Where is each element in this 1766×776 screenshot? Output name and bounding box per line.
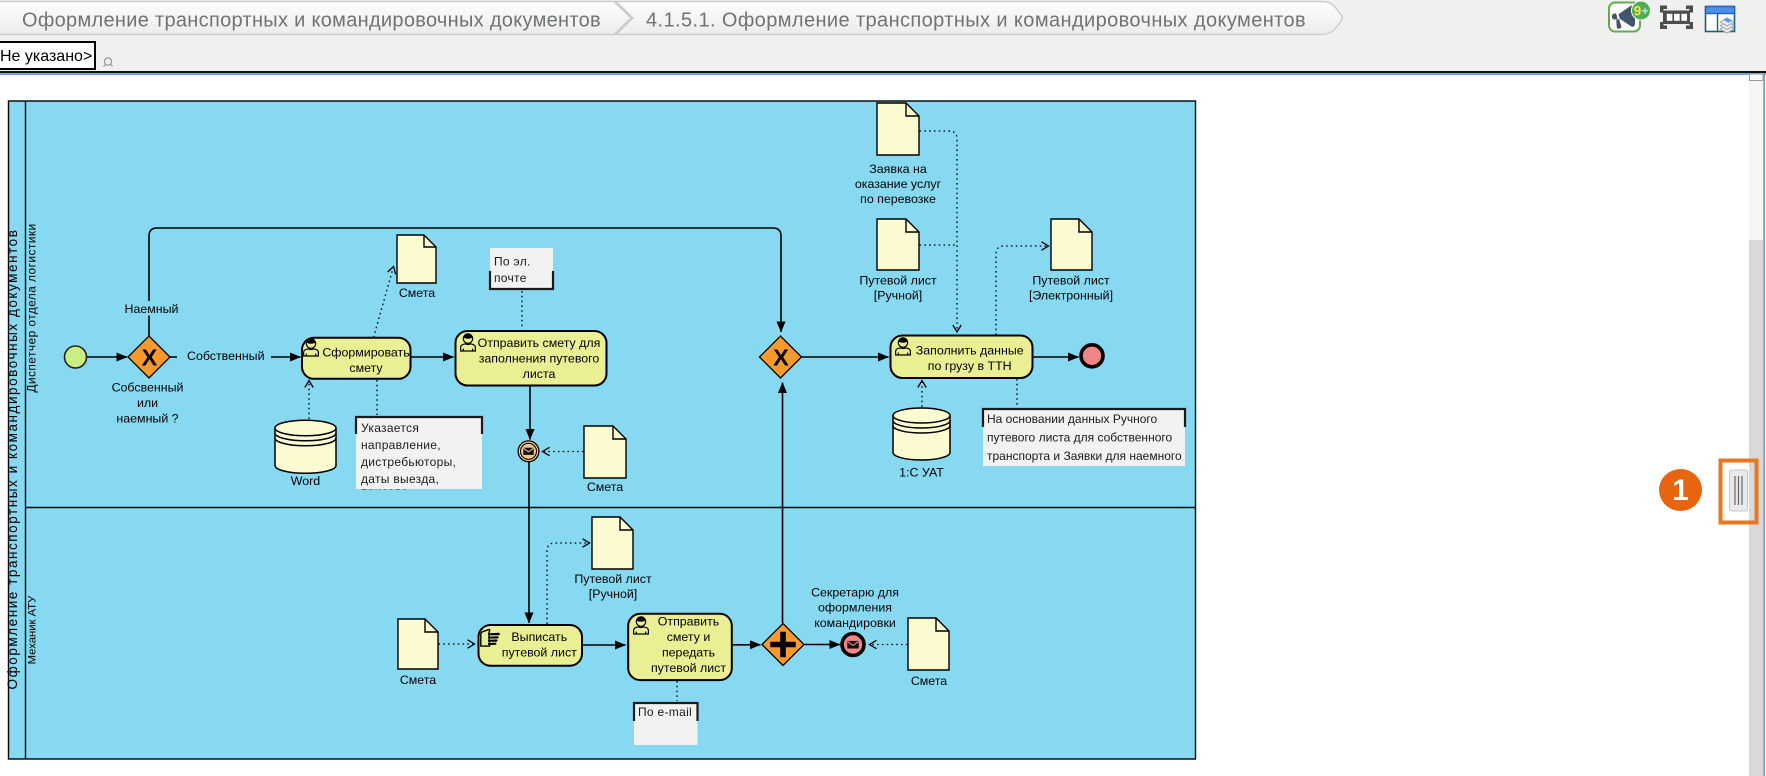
svg-text:На основании данных Ручного: На основании данных Ручного [987, 412, 1157, 426]
svg-text:Механик АТУ: Механик АТУ [27, 595, 39, 665]
svg-text:Отправить смету для: Отправить смету для [478, 336, 601, 350]
svg-text:Смета: Смета [587, 480, 623, 494]
svg-text:даты выезда,: даты выезда, [361, 472, 439, 486]
svg-text:+: + [1641, 4, 1648, 18]
svg-text:По эл.: По эл. [494, 255, 531, 269]
svg-text:Диспетчер отдела логистики: Диспетчер отдела логистики [25, 223, 39, 392]
svg-text:передать: передать [662, 646, 715, 660]
svg-text:Собственный: Собственный [187, 349, 265, 363]
svg-text:или: или [137, 396, 158, 410]
svg-text:смету: смету [349, 361, 383, 375]
svg-text:Смета: Смета [400, 673, 436, 687]
svg-text:Отправить: Отправить [658, 615, 719, 629]
svg-text:Выписать: Выписать [511, 630, 567, 644]
svg-text:дистребьюторы,: дистребьюторы, [361, 455, 456, 469]
svg-text:[Электронный]: [Электронный] [1029, 289, 1113, 303]
svg-text:Указается: Указается [361, 421, 419, 435]
svg-text:листа: листа [523, 367, 556, 381]
svg-text:смету и: смету и [667, 630, 711, 644]
svg-text:Путевой лист: Путевой лист [574, 572, 652, 586]
svg-text:Смета: Смета [399, 286, 435, 300]
svg-text:Секретарю для: Секретарю для [811, 586, 899, 600]
svg-text:оказание услуг: оказание услуг [855, 177, 942, 191]
svg-text:1:С УАТ: 1:С УАТ [899, 466, 944, 480]
svg-text:Word: Word [291, 474, 320, 488]
svg-text:по грузу в ТТН: по грузу в ТТН [928, 359, 1012, 373]
svg-text:Путевой лист: Путевой лист [859, 274, 937, 288]
svg-text:заполнения путевого: заполнения путевого [479, 352, 600, 366]
svg-text:направление,: направление, [361, 438, 441, 452]
svg-text:Путевой лист: Путевой лист [1032, 274, 1110, 288]
svg-text:путевой лист: путевой лист [502, 646, 577, 660]
svg-text:X: X [142, 345, 158, 371]
svg-text:1: 1 [1672, 474, 1689, 507]
svg-text:9: 9 [1634, 4, 1642, 19]
svg-text:4.1.5.1. Оформление транспортн: 4.1.5.1. Оформление транспортных и коман… [646, 10, 1306, 32]
svg-text:Наемный: Наемный [125, 302, 179, 316]
svg-text:[Ручной]: [Ручной] [589, 587, 637, 601]
svg-text:почте: почте [494, 271, 527, 285]
svg-text:Сформировать: Сформировать [322, 346, 409, 360]
svg-text:по перевозке: по перевозке [860, 192, 936, 206]
svg-text:наемный ?: наемный ? [116, 412, 178, 426]
svg-text:Заявка на: Заявка на [869, 162, 927, 176]
svg-text:Собсвенный: Собсвенный [112, 381, 184, 395]
svg-text:Заполнить данные: Заполнить данные [916, 344, 1024, 358]
svg-text:Оформление транспортных и кома: Оформление транспортных и командировочны… [22, 10, 601, 32]
svg-text:Смета: Смета [911, 674, 947, 688]
svg-text:оформления: оформления [818, 601, 892, 615]
svg-text:По e-mail: По e-mail [638, 705, 692, 719]
svg-text:путевого листа для собственног: путевого листа для собственного [987, 431, 1172, 445]
svg-text:X: X [773, 345, 789, 371]
svg-text:Оформление транспортных и кома: Оформление транспортных и командировочны… [5, 229, 20, 690]
svg-text:транспорта и Заявки для наемно: транспорта и Заявки для наемного [987, 449, 1182, 463]
svg-text:[Ручной]: [Ручной] [874, 289, 922, 303]
svg-text:путевой лист: путевой лист [651, 661, 726, 675]
svg-text:командировки: командировки [814, 616, 896, 630]
